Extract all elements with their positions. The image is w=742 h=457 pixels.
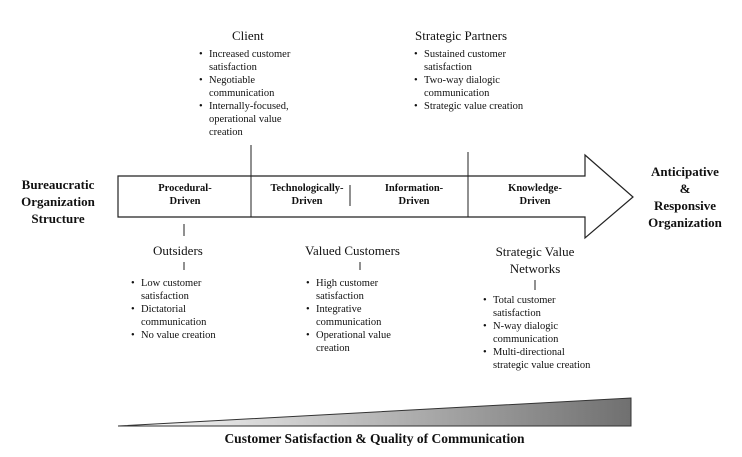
group-title-strategic-value-networks: Strategic Value Networks — [495, 244, 575, 276]
bullet-item: Internally-focused, operational value cr… — [199, 100, 314, 139]
progress-arrow — [117, 153, 634, 240]
group-title-valued-customers: Valued Customers — [305, 243, 400, 258]
bullet-item: Multi-directional strategic value creati… — [483, 346, 593, 372]
right-label-line: Anticipative — [651, 164, 719, 179]
group-title-client: Client — [232, 28, 264, 43]
bullet-item: Sustained customer satisfaction — [414, 48, 532, 74]
right-label-line: Responsive — [653, 198, 717, 213]
bullet-item: Increased customer satisfaction — [199, 48, 314, 74]
bullet-item: Operational value creation — [306, 329, 416, 355]
stage-label: Driven — [169, 196, 201, 207]
stage-label: Driven — [291, 196, 323, 207]
left-label: Bureaucratic Organization Structure — [10, 176, 106, 227]
stage-label: Knowledge- — [508, 183, 562, 194]
bullet-item: Negotiable communication — [199, 74, 314, 100]
bullet-item: No value creation — [131, 329, 241, 342]
bullet-item: Two-way dialogic communication — [414, 74, 532, 100]
bullet-item: N-way dialogic communication — [483, 320, 593, 346]
stage-label: Driven — [398, 196, 430, 207]
bullet-item: Total customer satisfaction — [483, 294, 593, 320]
footer-label: Customer Satisfaction & Quality of Commu… — [224, 431, 525, 446]
bullet-list-client: Increased customer satisfaction Negotiab… — [199, 48, 314, 139]
bullet-list-strategic-value-networks: Total customer satisfaction N-way dialog… — [483, 294, 593, 372]
left-label-line: Structure — [31, 211, 85, 226]
bullet-item: Strategic value creation — [414, 100, 532, 113]
bullet-item: High customer satisfaction — [306, 277, 416, 303]
bullet-item: Integrative communication — [306, 303, 416, 329]
stage-label: Driven — [519, 196, 551, 207]
stage-label: Procedural- — [158, 183, 212, 194]
right-label: Anticipative & Responsive Organization — [637, 163, 733, 231]
left-label-line: Organization — [21, 194, 95, 209]
stage-label: Information- — [384, 183, 444, 194]
right-label-line: Organization — [648, 215, 722, 230]
left-label-line: Bureaucratic — [21, 177, 95, 192]
right-label-line: & — [679, 181, 691, 196]
gradient-wedge — [117, 397, 632, 427]
group-title-strategic-partners: Strategic Partners — [415, 28, 508, 43]
stage-technological: Technologically- Driven — [253, 182, 361, 208]
group-title-outsiders: Outsiders — [153, 243, 203, 258]
stage-procedural: Procedural- Driven — [120, 182, 250, 208]
bullet-list-outsiders: Low customer satisfaction Dictatorial co… — [131, 277, 241, 342]
bullet-list-strategic-partners: Sustained customer satisfaction Two-way … — [414, 48, 532, 113]
bullet-list-valued-customers: High customer satisfaction Integrative c… — [306, 277, 416, 355]
stage-label: Technologically- — [270, 183, 344, 194]
stage-information: Information- Driven — [362, 182, 466, 208]
bullet-item: Dictatorial communication — [131, 303, 241, 329]
bullet-item: Low customer satisfaction — [131, 277, 241, 303]
stage-knowledge: Knowledge- Driven — [470, 182, 600, 208]
